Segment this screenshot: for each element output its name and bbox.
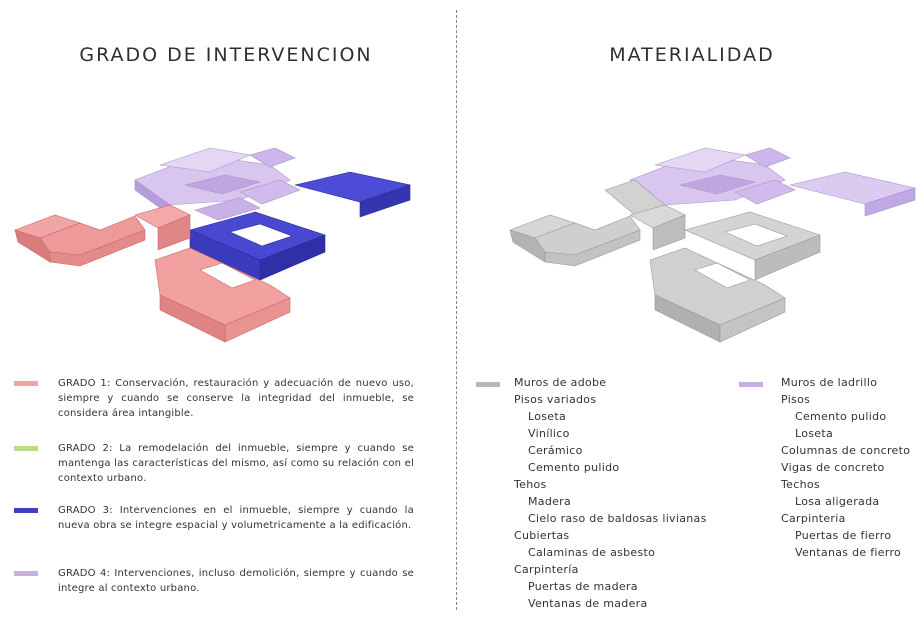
- adobe-item: Vinílico: [528, 427, 570, 440]
- adobe-item: Puertas de madera: [528, 580, 638, 593]
- ladrillo-item: Techos: [781, 478, 820, 491]
- grado3-text: GRADO 3: Intervenciones en el inmueble, …: [58, 505, 414, 531]
- ladrillo-item: Puertas de fierro: [795, 529, 892, 542]
- ladrillo-item: Carpinteria: [781, 512, 846, 525]
- ladrillo-item: Pisos: [781, 393, 811, 406]
- grado4-text: GRADO 4: Intervenciones, incluso demolic…: [58, 568, 414, 594]
- adobe-item: Ventanas de madera: [528, 597, 648, 610]
- adobe-item: Calaminas de asbesto: [528, 546, 656, 559]
- legend-grado-2: GRADO 2: La remodelación del inmueble, s…: [14, 441, 414, 486]
- ladrillo-item: Muros de ladrillo: [781, 376, 878, 389]
- adobe-item: Carpintería: [514, 563, 579, 576]
- dashed-divider: [456, 10, 457, 610]
- ladrillo-item: Loseta: [795, 427, 834, 440]
- ladrillo-item: Columnas de concreto: [781, 444, 911, 457]
- adobe-item: Muros de adobe: [514, 376, 607, 389]
- adobe-item: Tehos: [514, 478, 547, 491]
- legend-grado-1: GRADO 1: Conservación, restauración y ad…: [14, 376, 414, 421]
- ladrillo-item: Cemento pulido: [795, 410, 887, 423]
- grado4-swatch: [14, 571, 38, 576]
- ladrillo-swatch: [739, 382, 763, 387]
- legend-grado-4: GRADO 4: Intervenciones, incluso demolic…: [14, 566, 414, 596]
- ladrillo-blocks: [629, 147, 917, 217]
- ladrillo-item: Vigas de concreto: [781, 461, 885, 474]
- grado3-swatch: [14, 508, 38, 513]
- adobe-item: Cerámico: [528, 444, 583, 457]
- grado1-text: GRADO 1: Conservación, restauración y ad…: [58, 378, 414, 419]
- adobe-item: Madera: [528, 495, 572, 508]
- adobe-item: Cielo raso de baldosas livianas: [528, 512, 707, 525]
- adobe-item: Loseta: [528, 410, 567, 423]
- grado2-text: GRADO 2: La remodelación del inmueble, s…: [58, 443, 414, 484]
- adobe-item: Cubiertas: [514, 529, 570, 542]
- grado4-blocks: [134, 147, 301, 221]
- adobe-blocks: [509, 179, 821, 343]
- grado3-blocks: [189, 171, 412, 281]
- ladrillo-item: Losa aligerada: [795, 495, 880, 508]
- legend-grado-3: GRADO 3: Intervenciones en el inmueble, …: [14, 503, 414, 533]
- axonometric-grado-intervencion: [14, 147, 412, 343]
- grado1-blocks: [14, 204, 291, 343]
- grado2-swatch: [14, 446, 38, 451]
- adobe-swatch: [476, 382, 500, 387]
- adobe-item: Cemento pulido: [528, 461, 620, 474]
- title-grado-intervencion: GRADO DE INTERVENCION: [79, 44, 373, 66]
- adobe-item: Pisos variados: [514, 393, 597, 406]
- title-materialidad: MATERIALIDAD: [609, 44, 775, 66]
- axonometric-materialidad: [509, 147, 917, 343]
- ladrillo-item: Ventanas de fierro: [795, 546, 902, 559]
- grado1-swatch: [14, 381, 38, 386]
